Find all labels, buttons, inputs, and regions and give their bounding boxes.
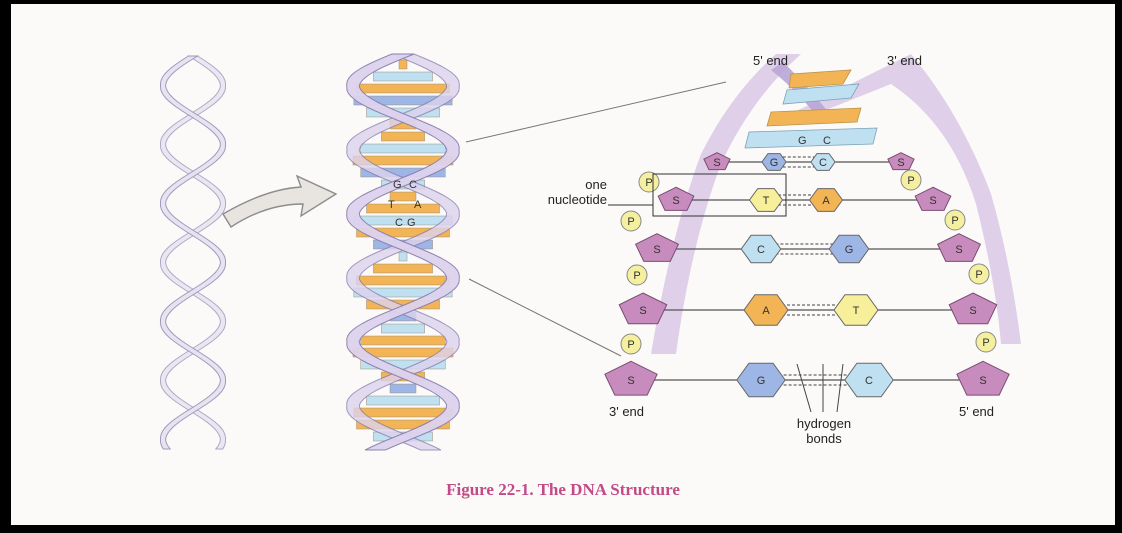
svg-text:P: P bbox=[627, 216, 634, 228]
base-T: T bbox=[750, 189, 783, 212]
closeup-rungs: S S G C S S T A S S C G S S A T S S G C P P P P P P P P bbox=[605, 153, 1009, 397]
figure-caption: Figure 22-1. The DNA Structure bbox=[11, 480, 1115, 500]
zoom-line-lower bbox=[469, 279, 621, 356]
svg-text:S: S bbox=[672, 195, 679, 207]
base-C: C bbox=[811, 154, 835, 171]
svg-text:G: G bbox=[798, 135, 807, 147]
base-pair-bar bbox=[354, 408, 452, 417]
base-pair-bar bbox=[366, 204, 439, 213]
base-C: C bbox=[845, 363, 893, 397]
phosphate-group: P bbox=[627, 265, 647, 285]
svg-text:S: S bbox=[713, 157, 720, 169]
sugar-right: S bbox=[949, 293, 997, 324]
svg-text:G: G bbox=[393, 179, 402, 191]
svg-text:P: P bbox=[951, 215, 958, 227]
svg-text:P: P bbox=[627, 339, 634, 351]
base-pair-bar bbox=[399, 252, 407, 261]
sugar-right: S bbox=[957, 361, 1009, 395]
base-pair-bar bbox=[361, 144, 445, 153]
svg-text:A: A bbox=[762, 305, 770, 317]
sugar-left: S bbox=[605, 361, 657, 395]
svg-text:C: C bbox=[409, 179, 417, 191]
base-pair-bar bbox=[357, 84, 450, 93]
svg-text:C: C bbox=[865, 375, 873, 387]
svg-text:S: S bbox=[979, 375, 986, 387]
three-prime-bottom-label: 3' end bbox=[609, 404, 644, 419]
base-pair-bar bbox=[354, 216, 452, 225]
base-A: A bbox=[744, 295, 788, 325]
sugar-right: S bbox=[915, 187, 951, 210]
base-pair-bar bbox=[357, 276, 450, 285]
svg-text:P: P bbox=[982, 337, 989, 349]
svg-text:C: C bbox=[757, 244, 765, 256]
phosphate-group: P bbox=[621, 334, 641, 354]
base-pair-bar bbox=[373, 72, 432, 81]
svg-text:G: G bbox=[407, 217, 416, 229]
svg-text:S: S bbox=[653, 244, 660, 256]
svg-text:T: T bbox=[763, 195, 770, 207]
svg-text:A: A bbox=[414, 199, 422, 211]
base-pair-bar bbox=[381, 132, 424, 141]
curved-arrow bbox=[223, 176, 336, 227]
phosphate-group: P bbox=[621, 211, 641, 231]
hydrogen-bond-pointers bbox=[797, 364, 843, 412]
base-G: G bbox=[762, 154, 786, 171]
phosphate-group: P bbox=[969, 264, 989, 284]
svg-text:C: C bbox=[823, 135, 831, 147]
svg-text:T: T bbox=[388, 199, 395, 211]
svg-text:S: S bbox=[897, 157, 904, 169]
svg-text:P: P bbox=[975, 269, 982, 281]
svg-text:G: G bbox=[845, 244, 854, 256]
sugar-left: S bbox=[619, 293, 667, 324]
zoom-line-upper bbox=[466, 82, 726, 142]
base-pair-bar bbox=[390, 384, 416, 393]
phosphate-group: P bbox=[901, 170, 921, 190]
base-pair-bar bbox=[381, 324, 424, 333]
simple-double-helix bbox=[160, 56, 225, 449]
sugar-right: S bbox=[938, 234, 981, 262]
svg-text:C: C bbox=[395, 217, 403, 229]
svg-text:S: S bbox=[969, 305, 976, 317]
base-A: A bbox=[810, 189, 843, 212]
phosphate-group: P bbox=[945, 210, 965, 230]
phosphate-group: P bbox=[639, 172, 659, 192]
base-G: G bbox=[829, 235, 869, 262]
phosphate-group: P bbox=[976, 332, 996, 352]
sugar-left: S bbox=[636, 234, 679, 262]
svg-text:S: S bbox=[929, 195, 936, 207]
svg-text:A: A bbox=[822, 195, 830, 207]
svg-text:G: G bbox=[770, 157, 779, 169]
five-prime-top-label: 5' end bbox=[753, 53, 788, 68]
sugar-right: S bbox=[888, 153, 914, 170]
detailed-double-helix bbox=[347, 54, 460, 450]
base-pair-bar bbox=[366, 396, 439, 405]
svg-text:T: T bbox=[853, 305, 860, 317]
svg-text:S: S bbox=[627, 375, 634, 387]
base-T: T bbox=[834, 295, 878, 325]
svg-text:C: C bbox=[819, 157, 827, 169]
base-G: G bbox=[737, 363, 785, 397]
svg-text:P: P bbox=[645, 177, 652, 189]
svg-text:P: P bbox=[907, 175, 914, 187]
svg-text:P: P bbox=[633, 270, 640, 282]
base-pair-bar bbox=[361, 336, 445, 345]
five-prime-bottom-label: 5' end bbox=[959, 404, 994, 419]
three-prime-top-label: 3' end bbox=[887, 53, 922, 68]
svg-text:G: G bbox=[757, 375, 766, 387]
svg-text:S: S bbox=[639, 305, 646, 317]
svg-text:S: S bbox=[955, 244, 962, 256]
base-pair-bar bbox=[373, 264, 432, 273]
base-pair-bar bbox=[399, 60, 407, 69]
base-C: C bbox=[741, 235, 781, 262]
